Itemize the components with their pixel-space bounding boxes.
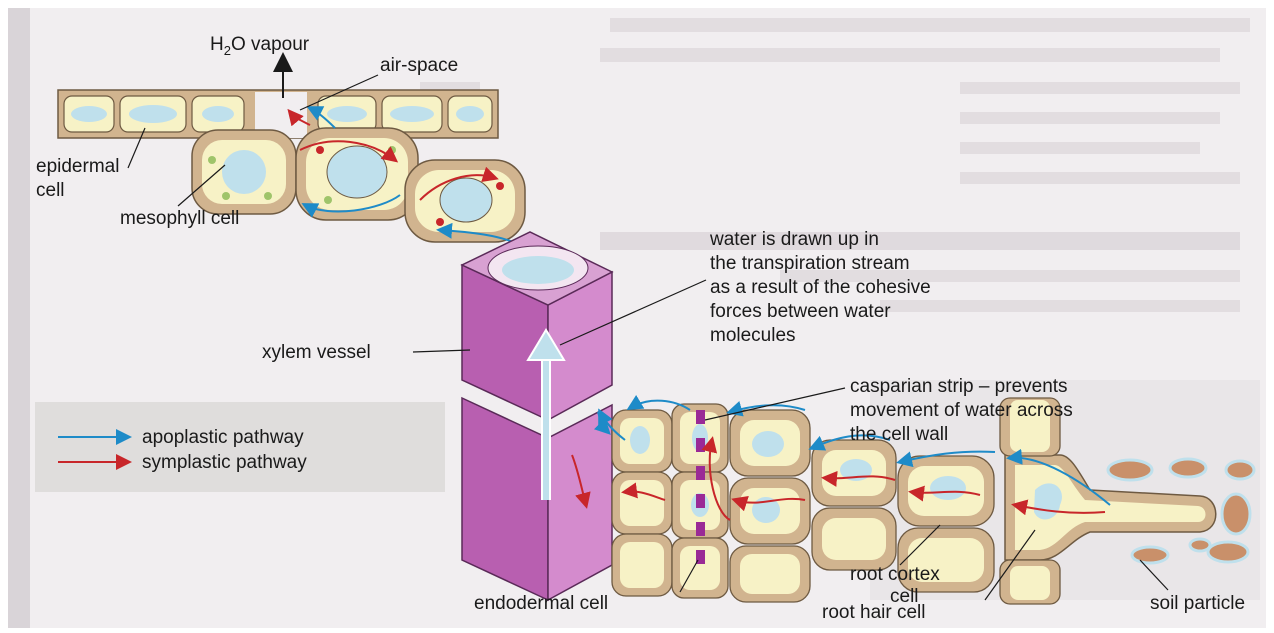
label-soil-particle: soil particle [1150,593,1245,614]
label-water-drawn-1: water is drawn up in [709,229,879,250]
label-water-drawn-5: molecules [710,325,796,346]
label-epidermal-cell-1: epidermal [36,156,119,177]
label-casparian-2: movement of water across [850,400,1073,421]
legend-symplastic-label: symplastic pathway [142,452,307,473]
label-water-drawn-3: as a result of the cohesive [710,277,931,298]
label-root-cortex-1: root cortex [850,564,940,585]
page-gutter [8,8,30,628]
label-epidermal-cell-2: cell [36,180,65,201]
legend-apoplastic-label: apoplastic pathway [142,427,304,448]
label-xylem-vessel: xylem vessel [262,342,371,363]
label-endodermal-cell: endodermal cell [474,593,608,614]
label-casparian-1: casparian strip – prevents [850,376,1068,397]
label-casparian-3: the cell wall [850,424,948,445]
label-root-hair-cell: root hair cell [822,602,926,623]
casparian-strip [696,410,705,424]
label-water-drawn-2: the transpiration stream [710,253,910,274]
label-water-drawn-4: forces between water [710,301,891,322]
label-air-space: air-space [380,55,458,76]
label-mesophyll-cell: mesophyll cell [120,208,239,229]
